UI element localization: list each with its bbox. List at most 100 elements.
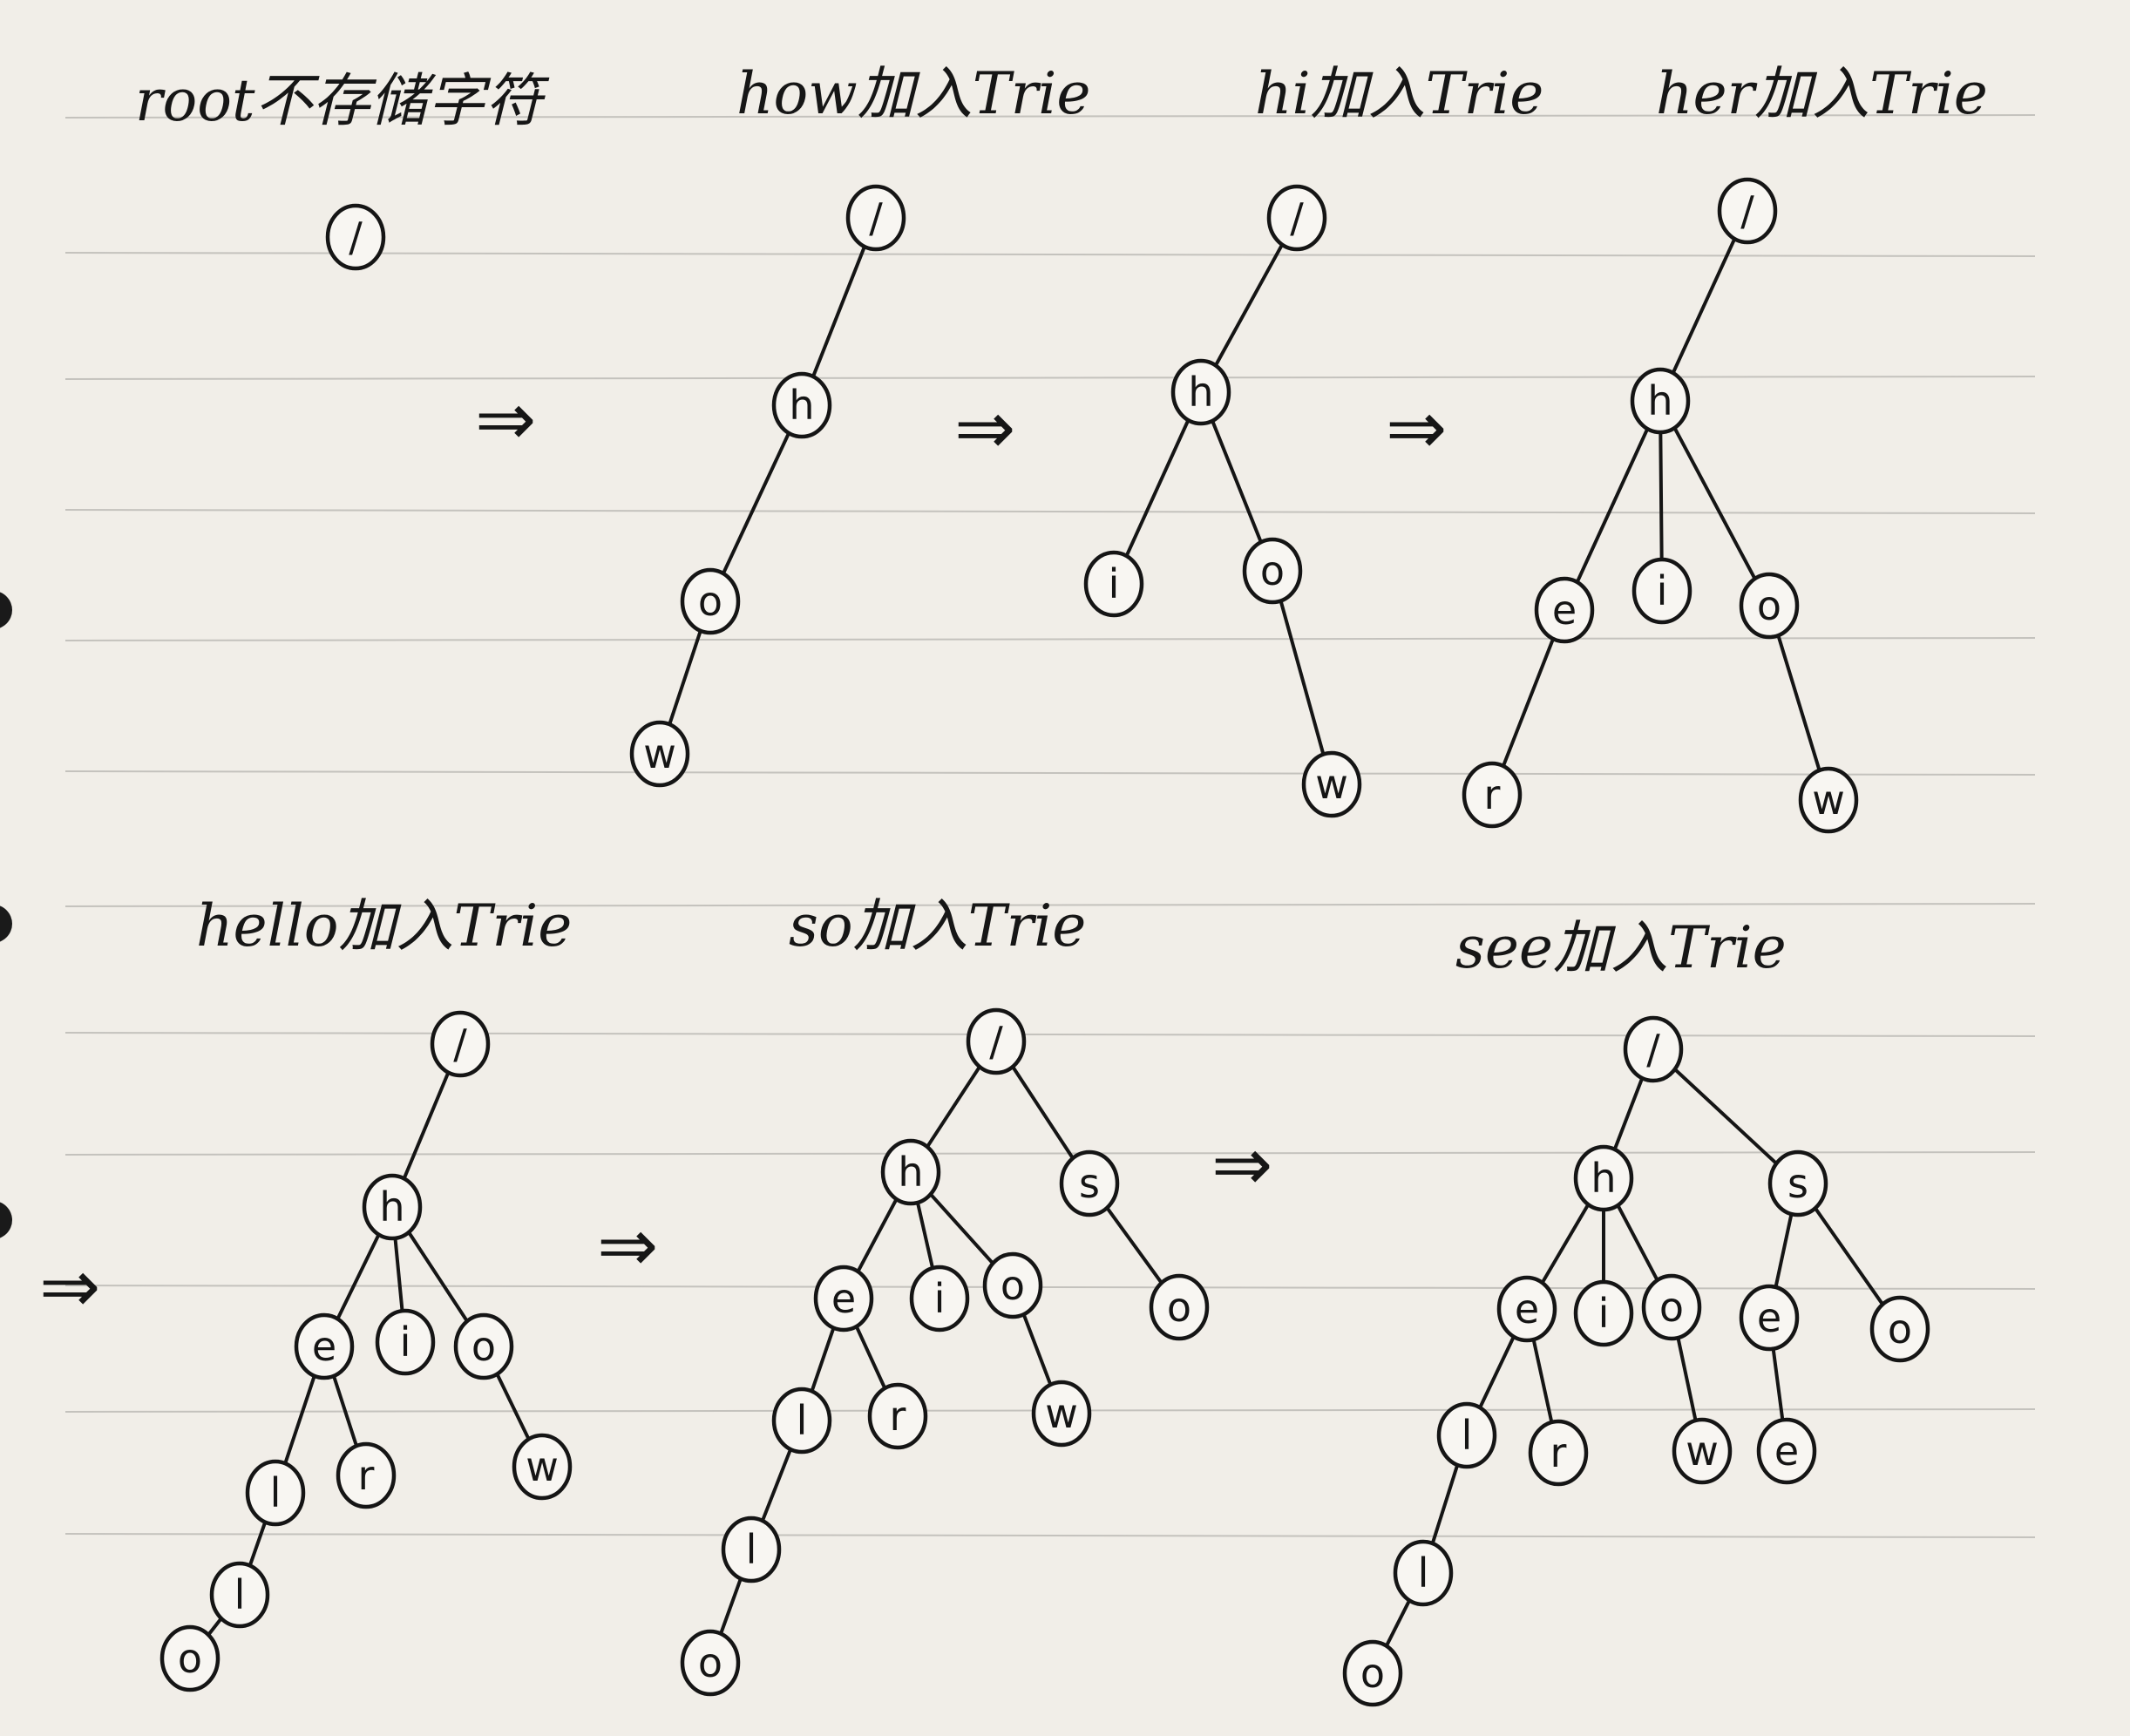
node-circle	[982, 1251, 1043, 1319]
trie-edge	[667, 626, 703, 729]
trie-node: r	[1528, 1419, 1589, 1487]
node-circle	[629, 720, 690, 788]
trie-edge	[927, 1190, 996, 1267]
trie-edge	[1812, 1204, 1886, 1308]
node-circle	[1462, 761, 1523, 829]
node-label: o	[1260, 547, 1285, 594]
node-label: /	[1290, 194, 1304, 241]
node-label: o	[1167, 1284, 1191, 1331]
node-circle	[336, 1441, 397, 1509]
trie-edge	[1429, 1460, 1461, 1549]
node-label: w	[1315, 761, 1348, 808]
trie-edge	[717, 1574, 744, 1638]
trie-edge	[855, 1195, 899, 1276]
node-label: i	[1657, 567, 1668, 614]
trie-edge	[853, 1322, 888, 1393]
node-label: s	[1079, 1160, 1100, 1207]
trie-edge	[493, 1369, 532, 1444]
node-label: o	[698, 578, 722, 625]
trie-node: o	[982, 1251, 1043, 1319]
ruled-line	[64, 770, 2036, 776]
trie-node: l	[771, 1387, 832, 1455]
node-label: h	[1591, 1155, 1616, 1202]
trie-edge	[405, 1228, 471, 1326]
node-label: e	[1757, 1294, 1781, 1341]
ruled-line	[64, 114, 2036, 119]
trie-node: h	[1170, 358, 1231, 426]
trie-edge	[1383, 1596, 1413, 1651]
ruled-lines	[64, 114, 2036, 1538]
trie-edge	[1500, 634, 1557, 771]
trie-node: w	[1031, 1380, 1092, 1448]
panel-caption: root不存储字符	[135, 67, 550, 134]
ruled-line	[64, 637, 2036, 641]
trie-node: w	[1798, 766, 1859, 834]
node-circle	[909, 1265, 970, 1333]
ruled-line	[64, 376, 2036, 380]
step-arrows: ⇒⇒⇒⇒⇒⇒	[39, 376, 1447, 1329]
trie-node: e	[1534, 576, 1595, 644]
node-label: l	[270, 1469, 282, 1516]
trie-node: i	[1573, 1279, 1634, 1347]
trie-node: e	[1496, 1275, 1557, 1343]
node-circle	[1623, 1015, 1684, 1083]
node-label: o	[178, 1635, 202, 1682]
node-label: /	[453, 1021, 467, 1068]
node-label: e	[312, 1323, 336, 1370]
step-arrow: ⇒	[475, 376, 536, 462]
trie-edge	[1009, 1062, 1076, 1163]
panel-caption: hi加入Trie	[1255, 60, 1543, 127]
node-label: h	[1188, 369, 1213, 416]
trie-node: o	[1342, 1639, 1403, 1707]
ruled-line	[64, 252, 2036, 257]
trie-edge	[1670, 234, 1738, 377]
trie-node: l	[245, 1459, 306, 1527]
node-circle	[453, 1312, 514, 1380]
trie-node: s	[1059, 1149, 1120, 1217]
trie-node: /	[1623, 1015, 1684, 1083]
trie-edge	[1675, 1333, 1699, 1426]
trie-node: w	[1301, 750, 1362, 818]
panel-caption: her加入Trie	[1656, 60, 1988, 127]
node-label: r	[358, 1452, 375, 1499]
node-label: h	[789, 382, 814, 429]
step-arrow: ⇒	[954, 385, 1015, 471]
node-label: e	[1515, 1285, 1539, 1333]
trie-node: /	[966, 1007, 1027, 1075]
trie-node: w	[512, 1433, 573, 1501]
node-circle	[721, 1516, 782, 1583]
node-circle	[294, 1312, 355, 1380]
trie-edge	[720, 428, 792, 579]
node-label: r	[1550, 1429, 1567, 1476]
trie-node: i	[1083, 550, 1144, 618]
node-label: e	[1552, 587, 1577, 634]
trie-node: l	[209, 1561, 270, 1629]
node-circle	[1573, 1144, 1634, 1212]
trie-node: h	[1630, 367, 1691, 435]
trie-node: l	[1393, 1539, 1454, 1607]
panel-caption: so加入Trie	[789, 892, 1086, 960]
trie-node: /	[1717, 177, 1778, 245]
trie-node: o	[1641, 1273, 1702, 1341]
trie-edge	[401, 1068, 451, 1183]
trie-node: r	[1462, 761, 1523, 829]
node-circle	[1083, 550, 1144, 618]
trie-edge	[330, 1371, 360, 1451]
trie-node: h	[362, 1173, 423, 1241]
trie-edge	[1773, 1209, 1794, 1292]
binder-holes	[0, 592, 12, 1238]
trie-node: r	[867, 1382, 928, 1450]
trie-edge	[759, 1444, 794, 1526]
node-circle	[1266, 184, 1327, 252]
node-circle	[1672, 1417, 1733, 1485]
step-arrow: ⇒	[39, 1244, 100, 1329]
trie-edge	[1021, 1309, 1054, 1390]
trie-edge	[282, 1371, 317, 1468]
node-circle	[680, 567, 741, 635]
trie-node: e	[1756, 1417, 1817, 1485]
node-label: o	[1001, 1262, 1025, 1309]
trie-edge	[335, 1230, 382, 1324]
node-label: i	[1598, 1290, 1610, 1337]
